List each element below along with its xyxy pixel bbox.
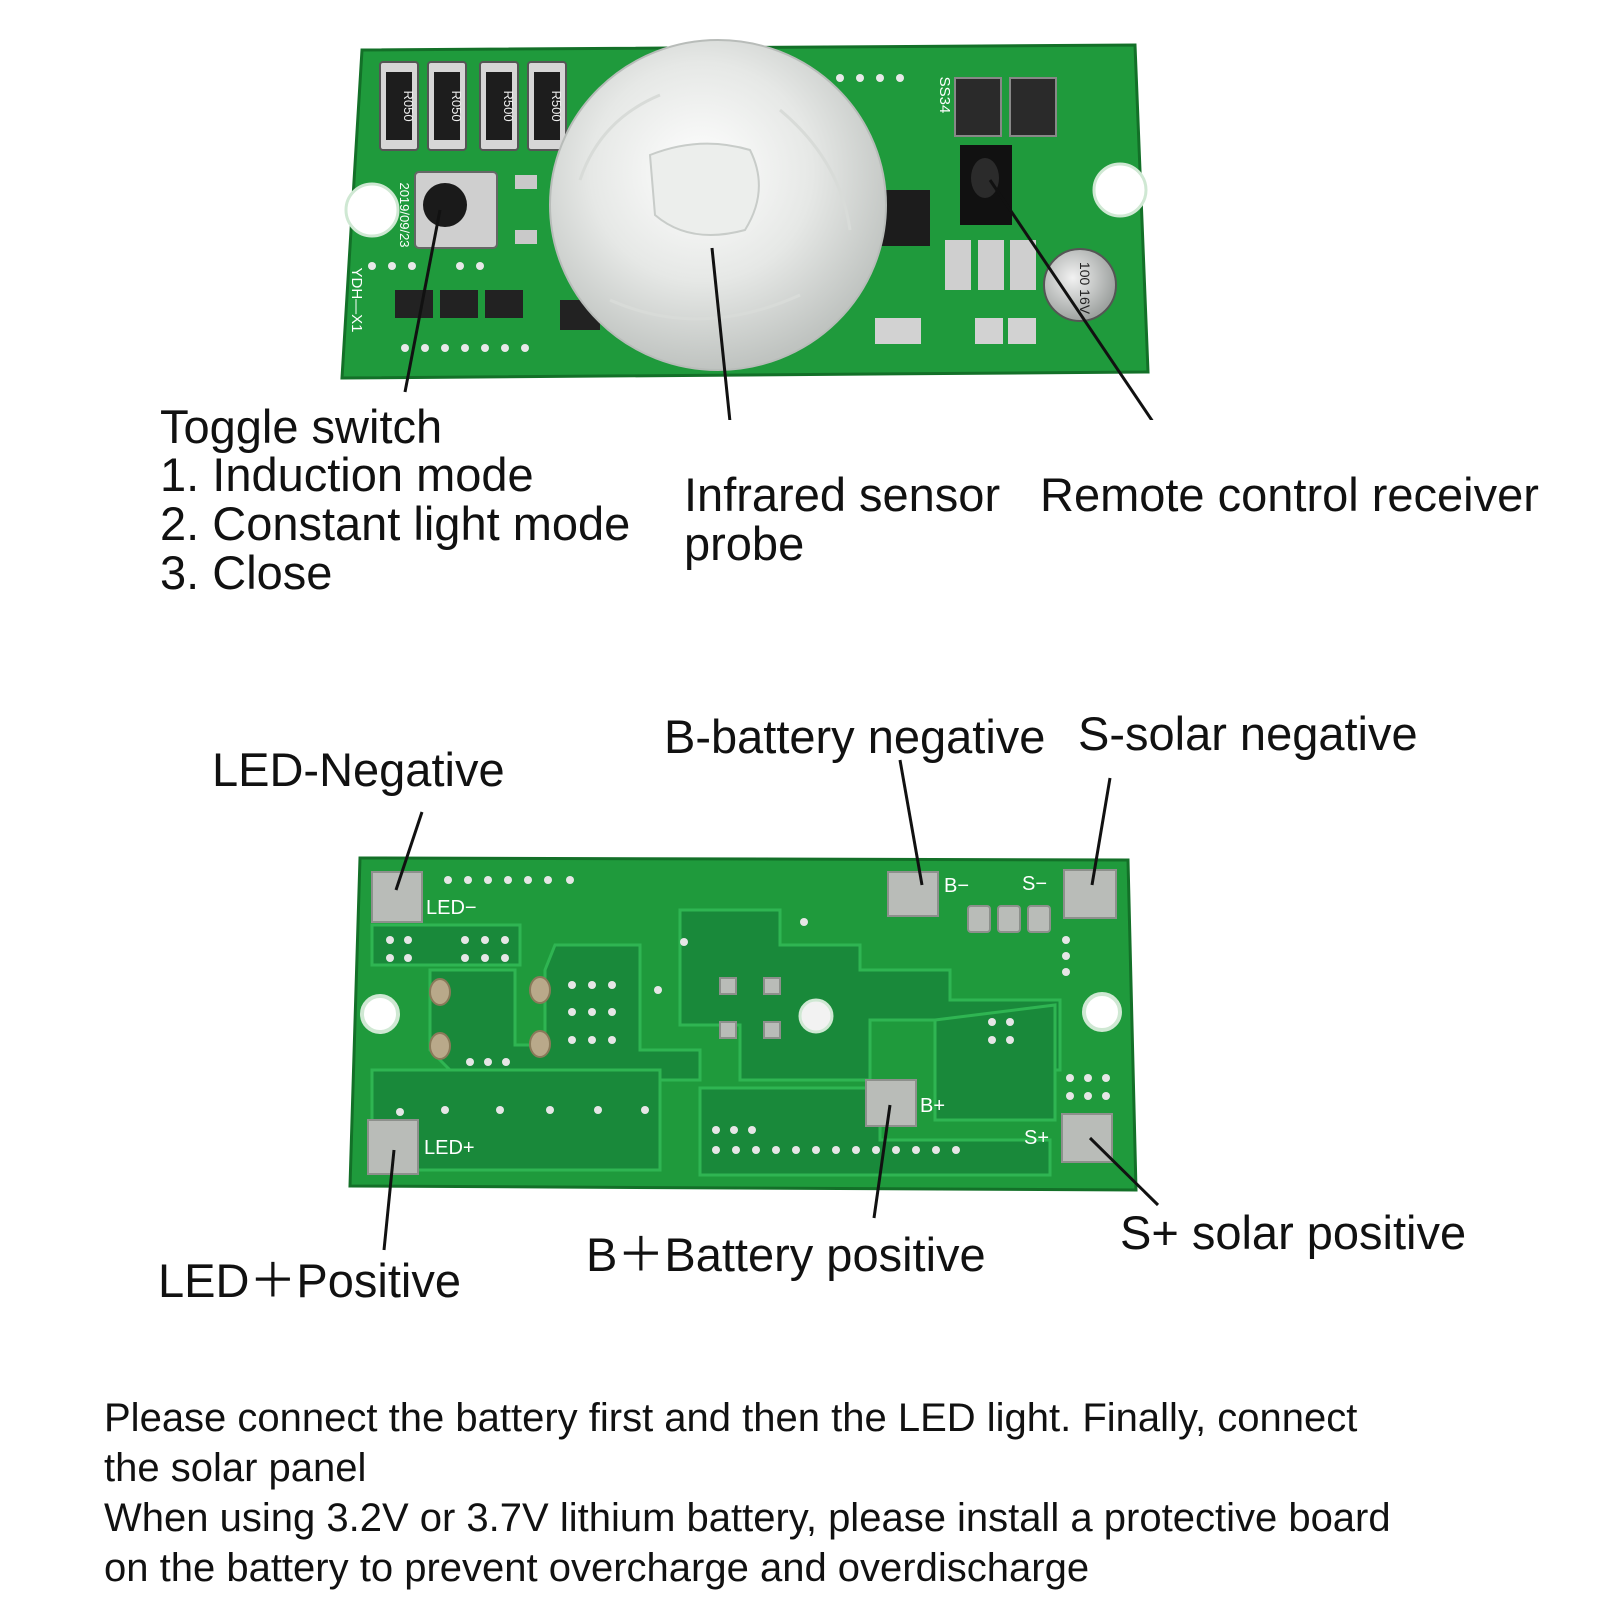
leader-line-led-positive [382,1149,396,1251]
leader-line-receiver [988,179,1154,420]
mounting-hole [1092,162,1148,218]
via-row [368,74,904,352]
toggle-mode-constant: 2. Constant light mode [160,497,631,550]
infrared-sensor-label-line2: probe [684,517,805,570]
toggle-mode-induction: 1. Induction mode [160,448,534,501]
solar-negative-label: S-solar negative [1078,707,1418,760]
leader-line-solar-negative [1090,777,1112,886]
toggle-switch-title: Toggle switch [160,400,443,453]
leader-line-battery-negative [898,759,924,886]
pad-led-negative [371,871,423,923]
resistor-label: R500 [501,90,516,121]
instructions-text: Please connect the battery first and the… [104,1393,1564,1593]
pad-battery-negative [887,871,939,917]
round-pads [429,976,551,1060]
battery-positive-label: B＋Battery positive [586,1228,986,1281]
instruction-line: When using 3.2V or 3.7V lithium battery,… [104,1496,1391,1540]
solar-positive-label: S+ solar positive [1120,1206,1467,1259]
capacitor-silkscreen: 100 16V [1077,262,1093,315]
resistor-label: R500 [549,90,564,121]
toggle-mode-close: 3. Close [160,546,333,599]
leader-line-battery-positive [872,1104,892,1219]
pad-solar-negative [1063,869,1117,919]
led-positive-label: LED＋Positive [158,1254,461,1307]
resistor-row: R050 R050 R500 R500 [379,61,567,151]
pad-battery-positive [865,1079,917,1127]
silk-b-minus: B− [944,875,969,897]
board-id-silkscreen: YDH—X1 [348,267,365,332]
resistor-label: R050 [401,90,416,121]
leader-line-solar-positive [1088,1136,1160,1207]
electrolytic-capacitor: 100 16V [1043,248,1117,322]
mounting-hole [798,998,834,1034]
silk-led-minus: LED− [426,897,477,919]
leader-line-sensor [710,247,732,420]
pad-solar-positive [1061,1113,1113,1163]
ir-receiver-component [960,145,1012,225]
solder-pads [367,869,1117,1175]
leader-line-toggle [403,209,442,393]
pir-dome [549,39,887,371]
silk-s-minus: S− [1022,873,1047,895]
remote-receiver-label: Remote control receiver [1040,468,1539,521]
instruction-line: the solar panel [104,1446,367,1490]
mounting-hole [344,182,400,238]
instruction-line: Please connect the battery first and the… [104,1396,1358,1440]
instruction-line: on the battery to prevent overcharge and… [104,1546,1090,1590]
resistor-label: R050 [449,90,464,121]
silk-s-plus: S+ [1024,1127,1049,1149]
battery-negative-label: B-battery negative [664,710,1046,763]
diode-silkscreen: SS34 [936,77,953,114]
toggle-switch-component [414,171,498,249]
mounting-hole [360,994,400,1034]
silk-b-plus: B+ [920,1095,945,1117]
via-dots [386,876,1110,1154]
mounting-hole [1082,992,1122,1032]
top-pcb-photo: R050 R050 R500 R500 2019/09/23 YDH—X1 [340,39,1154,420]
board-date-silkscreen: 2019/09/23 [397,182,412,247]
leader-line-led-negative [394,811,424,891]
right-components [875,77,1057,344]
led-negative-label: LED-Negative [212,743,505,796]
infrared-sensor-label: Infrared sensor [684,468,1001,521]
bottom-pcb-photo: LED− LED+ B− S− B+ S+ [348,759,1160,1251]
silk-led-plus: LED+ [424,1137,475,1159]
